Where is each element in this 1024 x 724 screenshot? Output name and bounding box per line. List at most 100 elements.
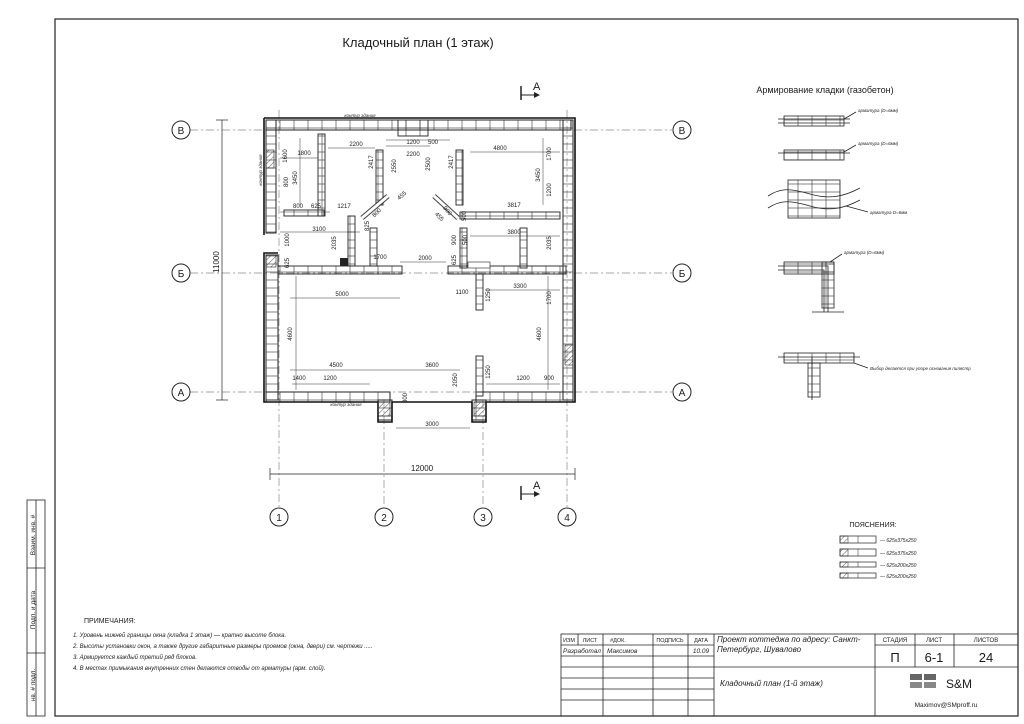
dim-4600-left: 4600: [288, 327, 294, 341]
legend-item-2: — 625х375х250: [839, 548, 917, 557]
dim-625-b: 625: [285, 257, 291, 268]
legend-item-3: — 625х200х250: [839, 561, 917, 569]
dim-625-c: 625: [452, 254, 458, 265]
callout-5: Выбор делается при упоре основания пиляс…: [870, 366, 971, 371]
dim-800-left: 800: [284, 176, 290, 187]
tb-date: 10.09: [693, 648, 710, 655]
axis-bubble-row-v-left: В: [171, 120, 191, 140]
title-block: [560, 633, 1019, 717]
dim-2417-b: 2417: [449, 155, 455, 169]
note-2: 2. Высоты установки окон, а также другие…: [72, 644, 373, 650]
stamp-label-original-no: нв. # подл.: [30, 669, 37, 702]
dim-2000: 2000: [418, 256, 432, 262]
dim-1700-c: 1700: [373, 255, 387, 261]
svg-text:11000: 11000: [212, 251, 221, 273]
dim-5000: 5000: [335, 292, 349, 298]
dim-1250-a: 1250: [486, 288, 492, 302]
tb-project: Проект коттеджа по адресу: Санкт-Петербу…: [717, 635, 860, 654]
callout-4: арматура (D=6мм): [844, 250, 885, 255]
svg-text:В: В: [679, 126, 686, 137]
sheet-frame: [54, 18, 1019, 717]
dim-3100: 3100: [312, 227, 326, 233]
dim-2035-right: 2035: [547, 236, 553, 250]
dim-3450-left: 3450: [293, 171, 299, 185]
dim-3300: 3300: [513, 284, 527, 290]
svg-text:— 625х375х250: — 625х375х250: [879, 538, 917, 544]
dim-800-a: 800: [293, 204, 304, 210]
dim-1200-right: 1200: [547, 183, 553, 197]
dim-3450-right: 3450: [536, 168, 542, 182]
svg-text:В: В: [178, 126, 185, 137]
tb-header-rev: ИЗМ: [563, 638, 575, 644]
company-logo: S&M: [910, 674, 972, 691]
dim-3600: 3600: [425, 363, 439, 369]
svg-text:12000: 12000: [411, 464, 434, 473]
reinforcement-details: Армирование кладки (газобетон) арматура …: [756, 85, 971, 400]
dim-1250-b: 1250: [486, 365, 492, 379]
overall-dimension-width: 12000: [269, 464, 576, 480]
dim-2500: 2500: [426, 157, 432, 171]
callout-1: арматура (D=6мм): [858, 108, 899, 113]
svg-text:— 625х375х250: — 625х375х250: [879, 551, 917, 557]
dim-4600-right: 4600: [537, 327, 543, 341]
dim-2200-b: 2200: [406, 152, 420, 158]
tb-sheets: 24: [979, 650, 993, 665]
notes: ПРИМЕЧАНИЯ: 1. Уровень нижней границы ок…: [72, 618, 373, 672]
tb-header-date: ДАТА: [694, 638, 708, 644]
svg-text:А: А: [533, 480, 541, 492]
dim-1100: 1100: [456, 290, 470, 296]
svg-text:— 625х200х250: — 625х200х250: [879, 563, 917, 569]
svg-text:2: 2: [381, 513, 387, 524]
dim-900-e: 900: [544, 376, 555, 382]
svg-text:А: А: [178, 388, 185, 399]
note-3: 3. Армируется каждый третий ряд блоков.: [73, 654, 197, 661]
dim-455: 455: [397, 190, 409, 201]
contour-label-top: контур здания: [344, 113, 376, 118]
tb-header-signature: ПОДПИСЬ: [656, 638, 684, 644]
axis-bubble-row-a-right: А: [672, 382, 692, 402]
tb-stage: П: [890, 650, 899, 665]
page-title: Кладочный план (1 этаж): [342, 35, 493, 50]
legend-item-1: — 625х375х250: [839, 535, 917, 544]
dim-4800: 4800: [493, 146, 507, 152]
section-marker-bottom: А: [520, 480, 541, 500]
notes-title: ПРИМЕЧАНИЯ:: [84, 618, 136, 625]
svg-text:А: А: [533, 81, 541, 93]
tb-sheets-label: ЛИСТОВ: [974, 638, 998, 644]
svg-text:3: 3: [480, 513, 486, 524]
reinforcement-title: Армирование кладки (газобетон): [756, 85, 893, 95]
axis-bubble-row-a-left: А: [171, 382, 191, 402]
axis-bubble-col-2: 2: [374, 507, 394, 527]
dim-2200-a: 2200: [349, 142, 363, 148]
dim-2417-a: 2417: [369, 155, 375, 169]
dim-2035: 2035: [332, 236, 338, 250]
dim-900-c: 900: [452, 234, 458, 245]
note-1: 1. Уровень нижней границы окна (кладка 1…: [73, 632, 286, 639]
stamp-label-signature-date: Подп. и дата: [30, 590, 37, 629]
overall-dimension-height: 11000: [212, 119, 228, 401]
dim-1700-right: 1700: [547, 147, 553, 161]
tb-name: Максимов: [607, 648, 638, 655]
dim-3000: 3000: [425, 422, 439, 428]
tb-sheet-label: ЛИСТ: [926, 638, 942, 644]
dim-800-e: 800: [403, 392, 409, 403]
tb-sheet-title: Кладочный план (1-й этаж): [720, 679, 823, 688]
dim-1000: 1000: [285, 233, 291, 247]
svg-text:1: 1: [276, 513, 282, 524]
tb-role: Разработал: [563, 647, 601, 655]
axis-bubble-row-b-left: Б: [171, 263, 191, 283]
dim-500-c: 500: [463, 234, 469, 245]
dim-625-a: 625: [311, 204, 322, 210]
dim-800-b: 800: [372, 207, 384, 219]
axis-bubble-col-4: 4: [557, 507, 577, 527]
legend: ПОЯСНЕНИЯ: — 625х375х250 — 625х375х250 —…: [839, 522, 917, 580]
dim-2550-a: 2550: [392, 159, 398, 173]
tb-header-sheet: ЛИСТ: [583, 638, 598, 644]
dim-3817: 3817: [507, 203, 521, 209]
dim-1200-c: 1200: [516, 376, 530, 382]
tb-email: Maximov@SMproff.ru: [915, 702, 978, 709]
dim-900-d: 900: [441, 206, 452, 218]
svg-text:— 625х200х250: — 625х200х250: [879, 574, 917, 580]
section-marker-top: А: [520, 81, 541, 100]
